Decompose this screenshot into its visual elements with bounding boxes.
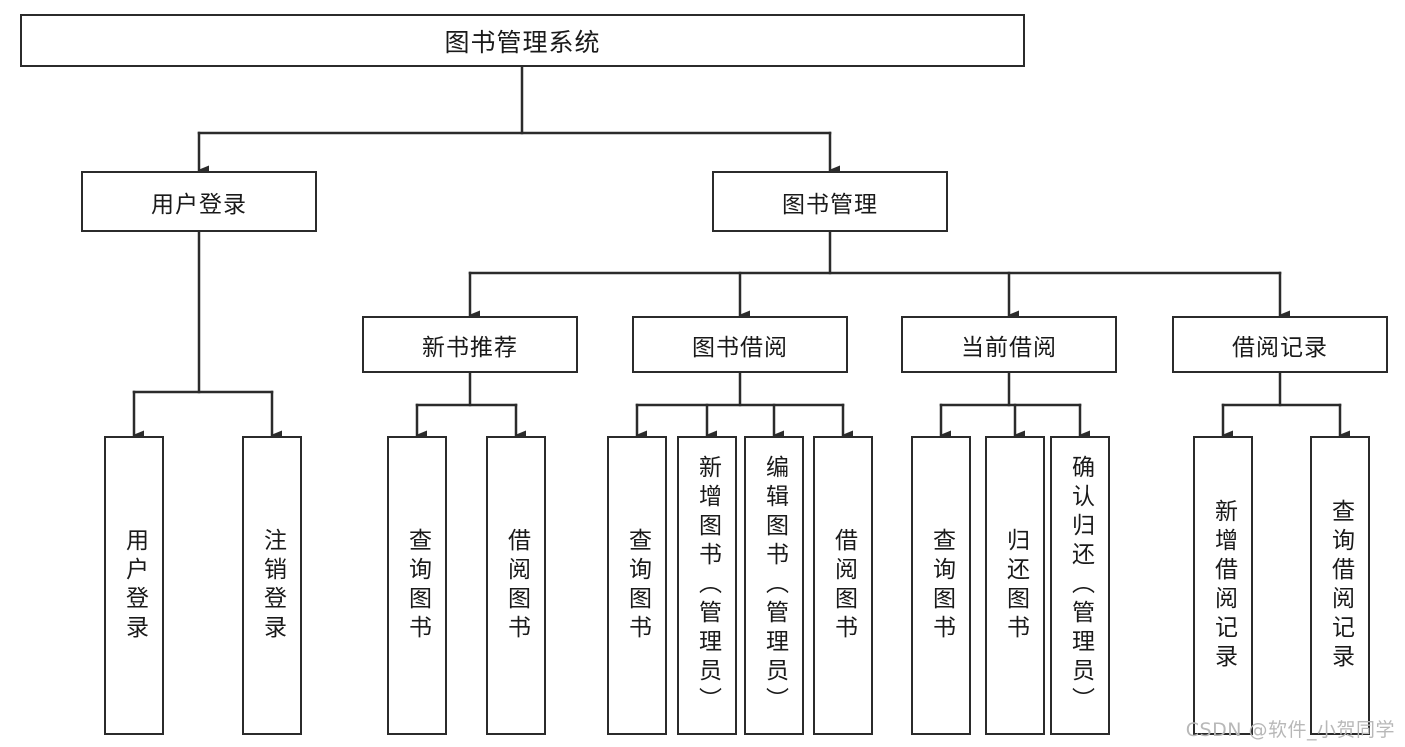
node-label: 编辑图书（管理员） bbox=[761, 455, 788, 716]
node-label: 新增借阅记录 bbox=[1210, 498, 1237, 673]
node-leaf-return-book[interactable]: 归还图书 bbox=[985, 436, 1045, 735]
node-label: 图书管理 bbox=[782, 191, 878, 218]
node-label: 借阅记录 bbox=[1232, 334, 1328, 361]
node-label: 确认归还（管理员） bbox=[1067, 455, 1094, 716]
node-label: 新增图书（管理员） bbox=[694, 455, 721, 716]
node-leaf-add-record[interactable]: 新增借阅记录 bbox=[1193, 436, 1253, 735]
node-leaf-query-book-3[interactable]: 查询图书 bbox=[911, 436, 971, 735]
node-label: 借阅图书 bbox=[830, 527, 857, 644]
node-label: 查询图书 bbox=[928, 527, 955, 644]
node-label: 查询图书 bbox=[404, 527, 431, 644]
node-leaf-user-login[interactable]: 用户登录 bbox=[104, 436, 164, 735]
node-label: 用户登录 bbox=[151, 191, 247, 218]
node-root[interactable]: 图书管理系统 bbox=[20, 14, 1025, 67]
node-leaf-user-logout[interactable]: 注销登录 bbox=[242, 436, 302, 735]
node-label: 查询图书 bbox=[624, 527, 651, 644]
node-label: 查询借阅记录 bbox=[1327, 498, 1354, 673]
node-leaf-edit-book[interactable]: 编辑图书（管理员） bbox=[744, 436, 804, 735]
node-user-login[interactable]: 用户登录 bbox=[81, 171, 317, 232]
node-leaf-query-book-1[interactable]: 查询图书 bbox=[387, 436, 447, 735]
node-label: 当前借阅 bbox=[961, 334, 1057, 361]
node-current-borrow[interactable]: 当前借阅 bbox=[901, 316, 1117, 373]
node-label: 借阅图书 bbox=[503, 527, 530, 644]
node-label: 图书管理系统 bbox=[444, 27, 601, 57]
node-label: 用户登录 bbox=[121, 527, 148, 644]
watermark-label: CSDN @软件_小贺同学 bbox=[1185, 719, 1395, 741]
node-leaf-add-book[interactable]: 新增图书（管理员） bbox=[677, 436, 737, 735]
node-label: 注销登录 bbox=[259, 527, 286, 644]
node-book-borrow[interactable]: 图书借阅 bbox=[632, 316, 848, 373]
node-label: 归还图书 bbox=[1002, 527, 1029, 644]
node-leaf-confirm-return[interactable]: 确认归还（管理员） bbox=[1050, 436, 1110, 735]
node-label: 新书推荐 bbox=[422, 334, 518, 361]
node-borrow-record[interactable]: 借阅记录 bbox=[1172, 316, 1388, 373]
node-leaf-query-book-2[interactable]: 查询图书 bbox=[607, 436, 667, 735]
node-label: 图书借阅 bbox=[692, 334, 788, 361]
node-book-mgmt[interactable]: 图书管理 bbox=[712, 171, 948, 232]
node-new-book-rec[interactable]: 新书推荐 bbox=[362, 316, 578, 373]
node-leaf-borrow-book-2[interactable]: 借阅图书 bbox=[813, 436, 873, 735]
node-leaf-query-record[interactable]: 查询借阅记录 bbox=[1310, 436, 1370, 735]
node-leaf-borrow-book-1[interactable]: 借阅图书 bbox=[486, 436, 546, 735]
